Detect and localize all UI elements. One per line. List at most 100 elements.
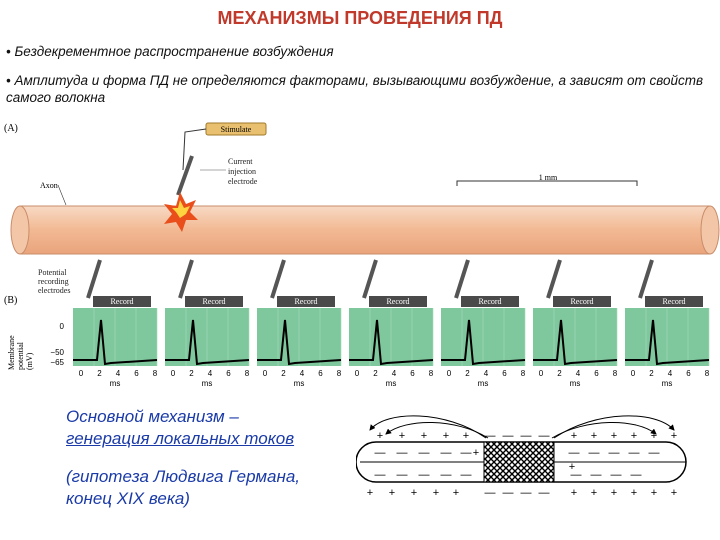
x-unit: ms: [478, 379, 489, 388]
x-tick: 6: [318, 369, 323, 378]
record-box: Record: [93, 296, 151, 307]
x-tick: 2: [373, 369, 378, 378]
mechanism-line-2: генерация локальных токов: [66, 429, 295, 448]
plus-sign: +: [591, 487, 597, 499]
recording-electrode: [454, 259, 470, 299]
minus-sign: —: [397, 447, 408, 459]
x-tick: 0: [539, 369, 544, 378]
excited-region: [483, 441, 555, 483]
recording-electrode: [86, 259, 102, 299]
minus-sign: —: [629, 447, 640, 459]
axon-figure: (A) (B) Stimulate Current injection elec…: [0, 120, 720, 395]
minus-sign: —: [539, 430, 550, 442]
plus-sign: +: [671, 487, 677, 499]
minus-sign: —: [461, 469, 472, 481]
plus-sign: +: [631, 430, 637, 442]
action-potential-trace: [257, 319, 342, 366]
x-unit: ms: [110, 379, 121, 388]
recording-label-1: Potential: [38, 268, 67, 277]
panel-a-label: (A): [4, 123, 18, 134]
bullet-nondecrement: • Бездекрементное распространение возбуж…: [6, 44, 334, 59]
plus-sign: +: [377, 430, 383, 442]
plus-sign: +: [399, 430, 405, 442]
plus-sign: +: [611, 487, 617, 499]
hypothesis-text: (гипотеза Людвига Германа, конец XIX век…: [66, 466, 356, 510]
x-tick: 8: [613, 369, 618, 378]
x-tick: 4: [392, 369, 397, 378]
plus-sign: +: [651, 487, 657, 499]
plus-sign: +: [463, 430, 469, 442]
x-tick: 6: [226, 369, 231, 378]
x-tick: 6: [502, 369, 507, 378]
minus-sign: —: [397, 469, 408, 481]
minus-sign: —: [611, 469, 622, 481]
action-potential-trace: [441, 319, 526, 366]
plus-sign: +: [571, 430, 577, 442]
recording-electrode: [270, 259, 286, 299]
x-tick: 4: [576, 369, 581, 378]
record-box: Record: [185, 296, 243, 307]
x-tick: 0: [631, 369, 636, 378]
x-tick: 6: [594, 369, 599, 378]
svg-text:Record: Record: [386, 297, 409, 306]
svg-text:Record: Record: [294, 297, 317, 306]
svg-text:Record: Record: [110, 297, 133, 306]
record-box: Record: [461, 296, 519, 307]
x-unit: ms: [294, 379, 305, 388]
hypothesis-line-1: (гипотеза Людвига Германа,: [66, 467, 301, 486]
recording-label-2: recording: [38, 277, 69, 286]
svg-text:Current injection elec: Current injection electrode: [228, 157, 258, 186]
x-tick: 4: [484, 369, 489, 378]
minus-sign: —: [485, 430, 496, 442]
minus-sign: —: [521, 487, 532, 499]
x-tick: 2: [649, 369, 654, 378]
minus-sign: —: [521, 430, 532, 442]
x-unit: ms: [202, 379, 213, 388]
scale-bar: 1 mm: [456, 173, 638, 186]
x-tick: 6: [134, 369, 139, 378]
action-potential-trace: [165, 319, 250, 366]
svg-text:Record: Record: [478, 297, 501, 306]
page-title: МЕХАНИЗМЫ ПРОВЕДЕНИЯ ПД: [217, 8, 503, 28]
minus-sign: —: [589, 447, 600, 459]
axon-label: Axon: [40, 181, 58, 190]
minus-sign: —: [441, 469, 452, 481]
plus-sign: +: [453, 487, 459, 499]
x-tick: 2: [557, 369, 562, 378]
minus-sign: —: [569, 447, 580, 459]
x-tick: 8: [337, 369, 342, 378]
x-tick: 4: [300, 369, 305, 378]
plus-sign: +: [569, 461, 575, 473]
x-unit: ms: [662, 379, 673, 388]
panel-b-label: (B): [4, 295, 17, 306]
x-tick: 0: [263, 369, 268, 378]
plus-sign: +: [421, 430, 427, 442]
y-tick-50: −50: [50, 348, 64, 357]
x-tick: 0: [447, 369, 452, 378]
x-tick: 8: [429, 369, 434, 378]
x-tick: 0: [171, 369, 176, 378]
mechanism-line-1: Основной механизм –: [66, 407, 239, 426]
minus-sign: —: [571, 469, 582, 481]
x-tick: 4: [208, 369, 213, 378]
axon: [10, 205, 720, 255]
x-tick: 2: [281, 369, 286, 378]
current-injection-label-1: Current: [228, 157, 253, 166]
plus-sign: +: [367, 487, 373, 499]
minus-sign: —: [609, 447, 620, 459]
x-tick: 8: [153, 369, 158, 378]
y-tick-65: −65: [50, 358, 64, 367]
current-injection-label-2: injection: [228, 167, 256, 176]
svg-text:Stimulate: Stimulate: [221, 125, 252, 134]
x-tick: 4: [116, 369, 121, 378]
record-box: Record: [645, 296, 703, 307]
record-box: Record: [369, 296, 427, 307]
x-tick: 6: [686, 369, 691, 378]
x-tick: 8: [705, 369, 710, 378]
hypothesis-line-2: конец XIX века): [66, 489, 190, 508]
minus-sign: —: [591, 469, 602, 481]
x-tick: 0: [79, 369, 84, 378]
svg-text:1 mm: 1 mm: [539, 173, 558, 182]
x-tick: 2: [97, 369, 102, 378]
plus-sign: +: [443, 430, 449, 442]
